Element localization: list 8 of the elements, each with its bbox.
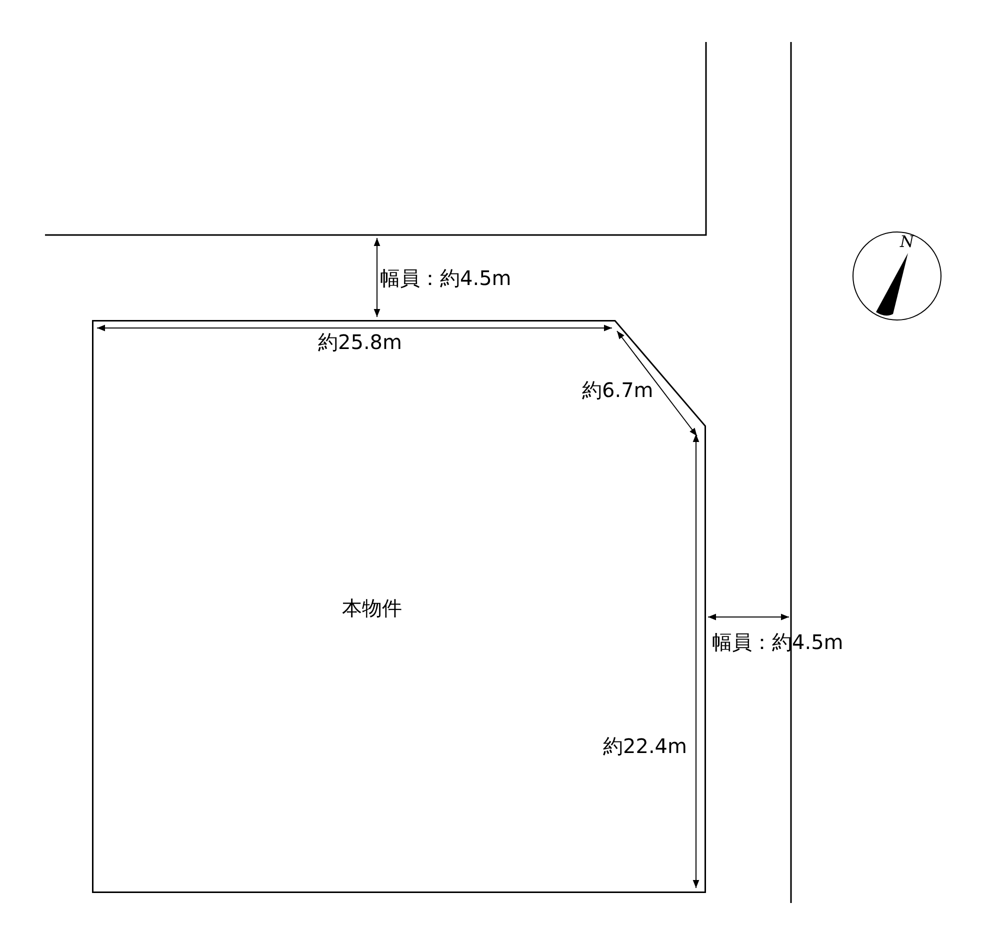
- dimension-label: 約25.8m: [318, 330, 402, 354]
- property-label: 本物件: [342, 596, 402, 620]
- north-label: N: [900, 231, 914, 253]
- dimension-label: 約6.7m: [582, 378, 654, 402]
- dimension-label: 約22.4m: [603, 734, 688, 758]
- property-lot: [92, 320, 706, 893]
- dimension-label: 幅員：約4.5m: [712, 630, 844, 654]
- dimension-label: 幅員：約4.5m: [380, 266, 512, 290]
